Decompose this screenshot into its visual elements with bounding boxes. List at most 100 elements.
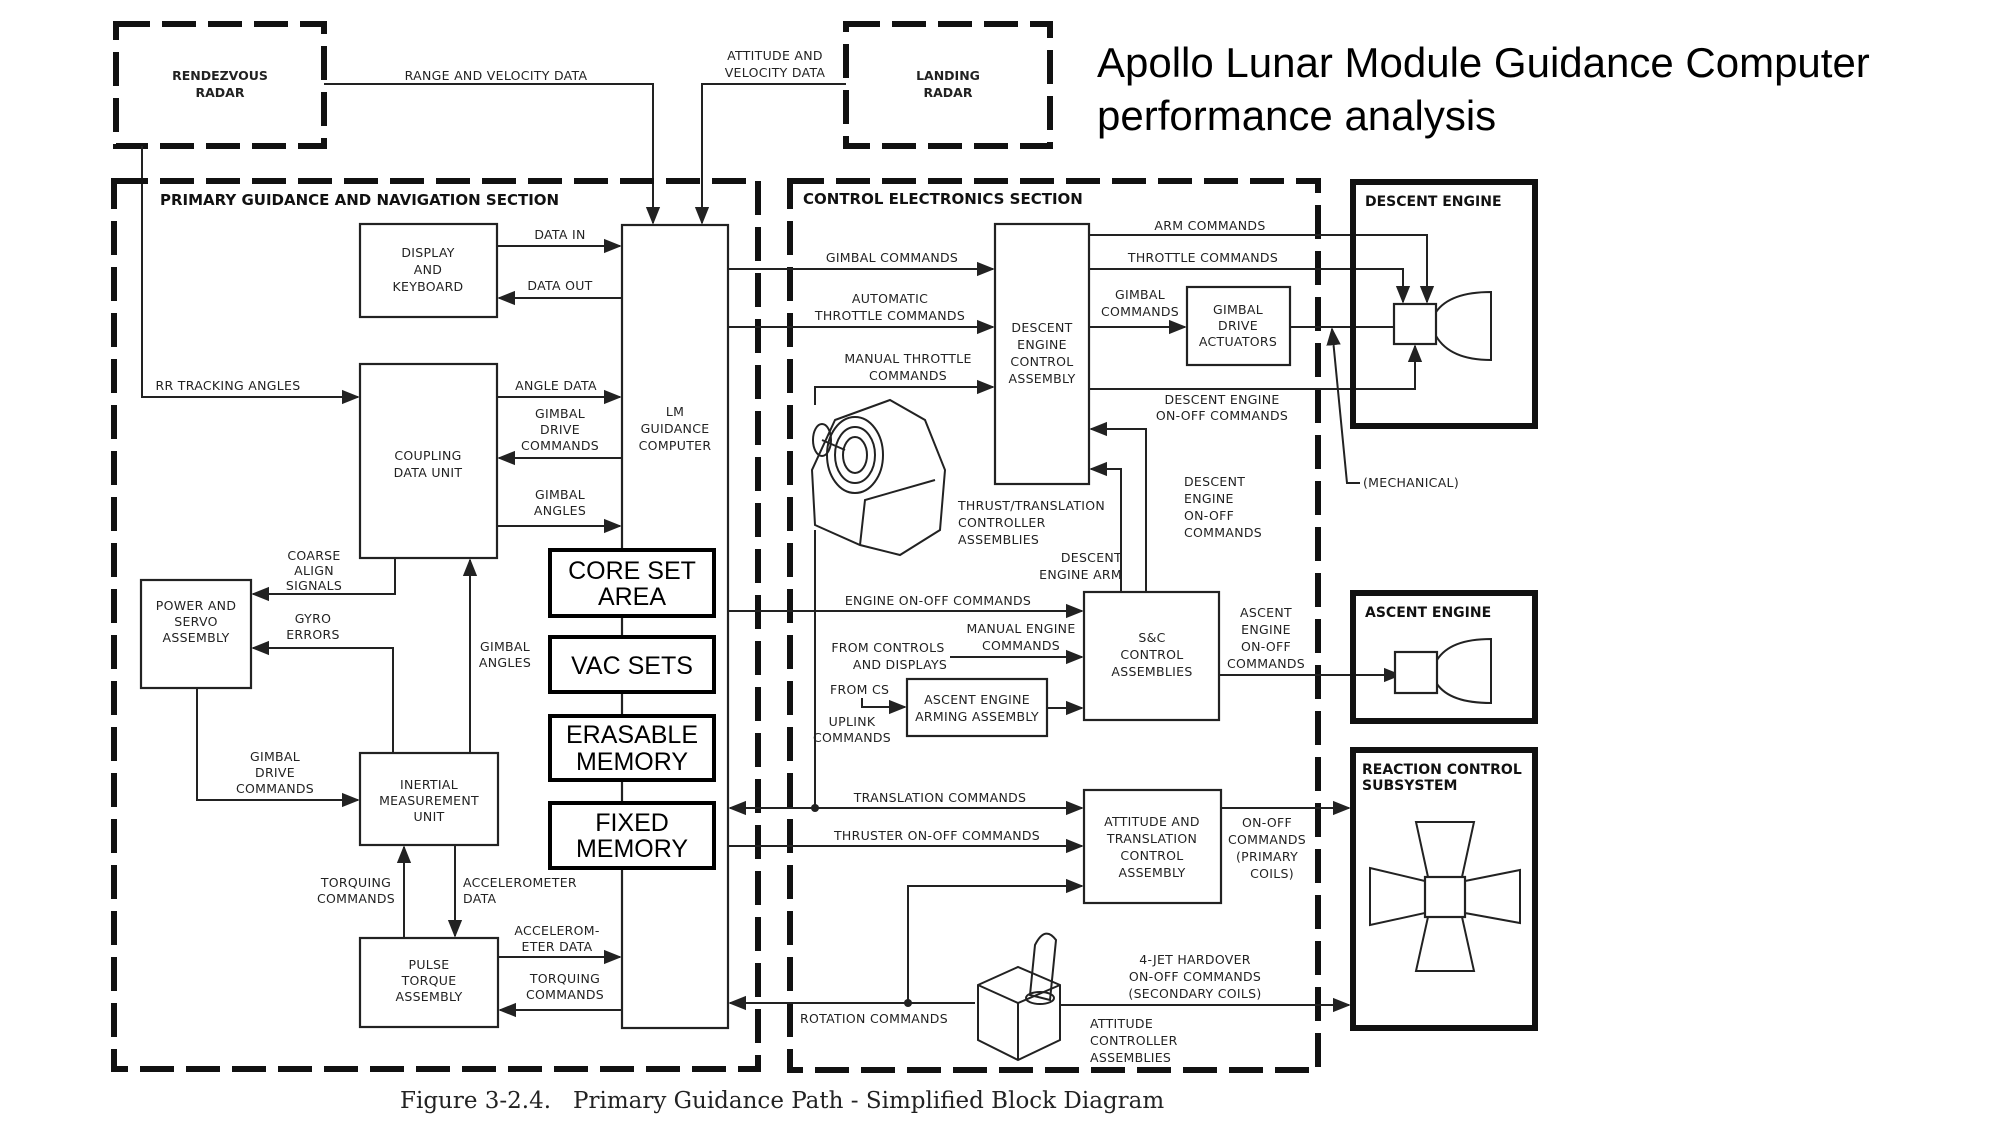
translation-label: TRANSLATION COMMANDS: [853, 790, 1027, 805]
figure-caption: Figure 3-2.4. Primary Guidance Path - Si…: [400, 1088, 1164, 1114]
cdu-label-1: COUPLING: [394, 448, 461, 463]
ascent-onoff-label-3: ON-OFF: [1241, 639, 1291, 654]
gdc2-label-3: COMMANDS: [236, 781, 314, 796]
gdc-label-3: COMMANDS: [521, 438, 599, 453]
imu-label-3: UNIT: [413, 809, 444, 824]
manual-engine-label-2: COMMANDS: [982, 638, 1060, 653]
hardover-label-1: 4-JET HARDOVER: [1139, 952, 1251, 967]
imu-label-2: MEASUREMENT: [379, 793, 479, 808]
rr-tracking-label: RR TRACKING ANGLES: [156, 378, 301, 393]
gda-label-2: DRIVE: [1218, 318, 1258, 333]
ascent-engine-label: ASCENT ENGINE: [1365, 605, 1491, 621]
throttle-cmds-label: THROTTLE COMMANDS: [1127, 250, 1278, 265]
tc-label-1: TORQUING: [320, 875, 391, 890]
slide-title: Apollo Lunar Module Guidance Computer pe…: [1097, 36, 1870, 142]
gda-label-3: ACTUATORS: [1199, 334, 1277, 349]
ttca-label-1: THRUST/TRANSLATION: [957, 498, 1105, 513]
hardover-label-2: ON-OFF COMMANDS: [1129, 969, 1261, 984]
onoff-primary-label-3: (PRIMARY: [1236, 849, 1298, 864]
gimbal-cmds2-label-1: GIMBAL: [1115, 287, 1165, 302]
from-controls-label-1: FROM CONTROLS: [831, 640, 944, 655]
attitude-velocity-label-2: VELOCITY DATA: [725, 65, 826, 80]
gimbal-drive-actuators-box: GIMBAL DRIVE ACTUATORS: [1185, 285, 1292, 367]
gyro-label-2: ERRORS: [286, 627, 340, 642]
display-keyboard-box: DISPLAY AND KEYBOARD: [358, 222, 499, 319]
range-velocity-label: RANGE AND VELOCITY DATA: [405, 68, 588, 83]
control-electronics-section: CONTROL ELECTRONICS SECTION: [787, 178, 1321, 1073]
imu-box: INERTIAL MEASUREMENT UNIT: [358, 751, 500, 847]
angle-data-label: ANGLE DATA: [515, 378, 597, 393]
fixed-label-1: FIXED: [595, 809, 669, 837]
rendezvous-radar: RENDEZVOUS RADAR: [113, 21, 327, 149]
slide-title-line2: performance analysis: [1097, 92, 1497, 139]
ascent-engine-icon: [1393, 650, 1439, 695]
ca-label-1: COARSE: [287, 548, 340, 563]
descent-onoff2-label-4: COMMANDS: [1184, 525, 1262, 540]
snc-label-1: S&C: [1138, 630, 1165, 645]
tc2-label-2: COMMANDS: [526, 987, 604, 1002]
onoff-primary-label-4: COILS): [1250, 866, 1294, 881]
control-connections: GIMBAL COMMANDS AUTOMATIC THROTTLE COMMA…: [728, 218, 1459, 1026]
manual-throttle-label-2: COMMANDS: [869, 368, 947, 383]
control-section-title: CONTROL ELECTRONICS SECTION: [803, 190, 1083, 208]
ascent-onoff-label-2: ENGINE: [1241, 622, 1291, 637]
deca-label-3: CONTROL: [1010, 354, 1073, 369]
ad-label-1: ACCELEROMETER: [463, 875, 577, 890]
descent-nozzle-icon: [1435, 290, 1492, 362]
from-controls-label-2: AND DISPLAYS: [853, 657, 947, 672]
mechanical-label: (MECHANICAL): [1363, 475, 1459, 490]
descent-onoff2-label-1: DESCENT: [1184, 474, 1245, 489]
core-set-label-1: CORE SET: [568, 557, 696, 585]
ga2-label-2: ANGLES: [479, 655, 531, 670]
ad2-label-2: ETER DATA: [522, 939, 593, 954]
dsky-label-3: KEYBOARD: [393, 279, 464, 294]
aca-label-3: ASSEMBLIES: [1090, 1050, 1171, 1065]
rcs-thruster-cluster-icon: [1369, 821, 1521, 972]
atca-label-2: TRANSLATION: [1106, 831, 1197, 846]
memory-overlay-erasable: ERASABLE MEMORY: [548, 714, 716, 782]
ca-label-3: SIGNALS: [286, 578, 342, 593]
data-in-label: DATA IN: [534, 227, 585, 242]
coupling-data-unit-box: COUPLING DATA UNIT: [358, 362, 499, 560]
radar-connections: RANGE AND VELOCITY DATA ATTITUDE AND VEL…: [141, 48, 846, 405]
descent-engine-label: DESCENT ENGINE: [1365, 194, 1502, 210]
landing-radar: LANDING RADAR: [843, 21, 1053, 149]
slide-title-line1: Apollo Lunar Module Guidance Computer: [1097, 39, 1870, 86]
arm-cmds-label: ARM COMMANDS: [1154, 218, 1265, 233]
snc-label-2: CONTROL: [1120, 647, 1183, 662]
ttca-label-2: CONTROLLER: [958, 515, 1046, 530]
atca-label-4: ASSEMBLY: [1118, 865, 1185, 880]
core-set-label-2: AREA: [598, 583, 666, 611]
dsky-label-2: AND: [414, 262, 442, 277]
pta-label-2: TORQUE: [401, 973, 457, 988]
aca-label-1: ATTITUDE: [1090, 1016, 1153, 1031]
gdc-label-2: DRIVE: [540, 422, 580, 437]
snc-control-box: S&C CONTROL ASSEMBLIES: [1082, 590, 1221, 722]
thrust-translation-controller-illustration: THRUST/TRANSLATION CONTROLLER ASSEMBLIES: [810, 398, 1105, 557]
descent-onoff2-label-3: ON-OFF: [1184, 508, 1234, 523]
primary-connections: DATA IN DATA OUT ANGLE DATA GIMBAL DRIVE…: [196, 227, 622, 1018]
attitude-velocity-label: ATTITUDE AND: [727, 48, 823, 63]
gdc-label-1: GIMBAL: [535, 406, 585, 421]
tc-label-2: COMMANDS: [317, 891, 395, 906]
uplink-label-1: UPLINK: [829, 714, 876, 729]
descent-engine-box: DESCENT ENGINE: [1350, 179, 1538, 429]
imu-label-1: INERTIAL: [400, 777, 458, 792]
ga-label-2: ANGLES: [534, 503, 586, 518]
descent-arm-label-2: ENGINE ARM: [1039, 567, 1122, 582]
erasable-label-1: ERASABLE: [566, 721, 698, 749]
manual-engine-label-1: MANUAL ENGINE: [966, 621, 1075, 636]
ad2-label-1: ACCELEROM-: [514, 923, 599, 938]
data-out-label: DATA OUT: [527, 278, 592, 293]
psa-label-3: ASSEMBLY: [162, 630, 229, 645]
deca-label-1: DESCENT: [1011, 320, 1072, 335]
ascent-engine-box: ASCENT ENGINE: [1350, 590, 1538, 724]
rendezvous-radar-label-2: RADAR: [196, 85, 245, 100]
landing-radar-label-2: RADAR: [924, 85, 973, 100]
deca-box: DESCENT ENGINE CONTROL ASSEMBLY: [993, 222, 1091, 486]
ascent-nozzle-icon: [1436, 637, 1492, 705]
gda-label-1: GIMBAL: [1213, 302, 1263, 317]
descent-onoff-label-2: ON-OFF COMMANDS: [1156, 408, 1288, 423]
primary-section-title: PRIMARY GUIDANCE AND NAVIGATION SECTION: [160, 191, 559, 209]
